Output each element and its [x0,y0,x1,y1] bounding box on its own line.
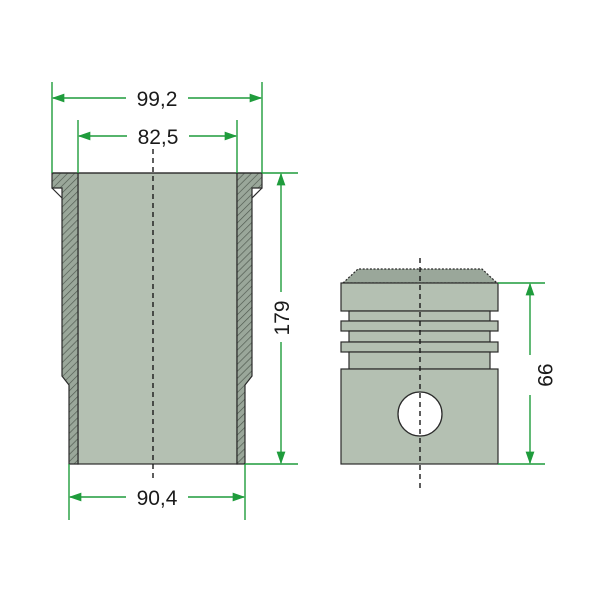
dim-piston-height: 99 [533,363,556,386]
dim-length: 179 [271,300,294,335]
piston [340,258,499,488]
liner-left-wall [51,172,79,465]
cylinder-liner [51,140,263,478]
dim-flange-outer-diameter: 99,2 [137,88,178,111]
liner-dimensions: 99,2 82,5 179 90,4 [51,82,298,520]
dim-outer-diameter: 90,4 [137,487,178,510]
liner-bore [77,172,238,465]
dim-inner-diameter: 82,5 [138,126,179,149]
piston-dimensions: 99 [498,282,556,465]
liner-right-wall [236,172,263,465]
